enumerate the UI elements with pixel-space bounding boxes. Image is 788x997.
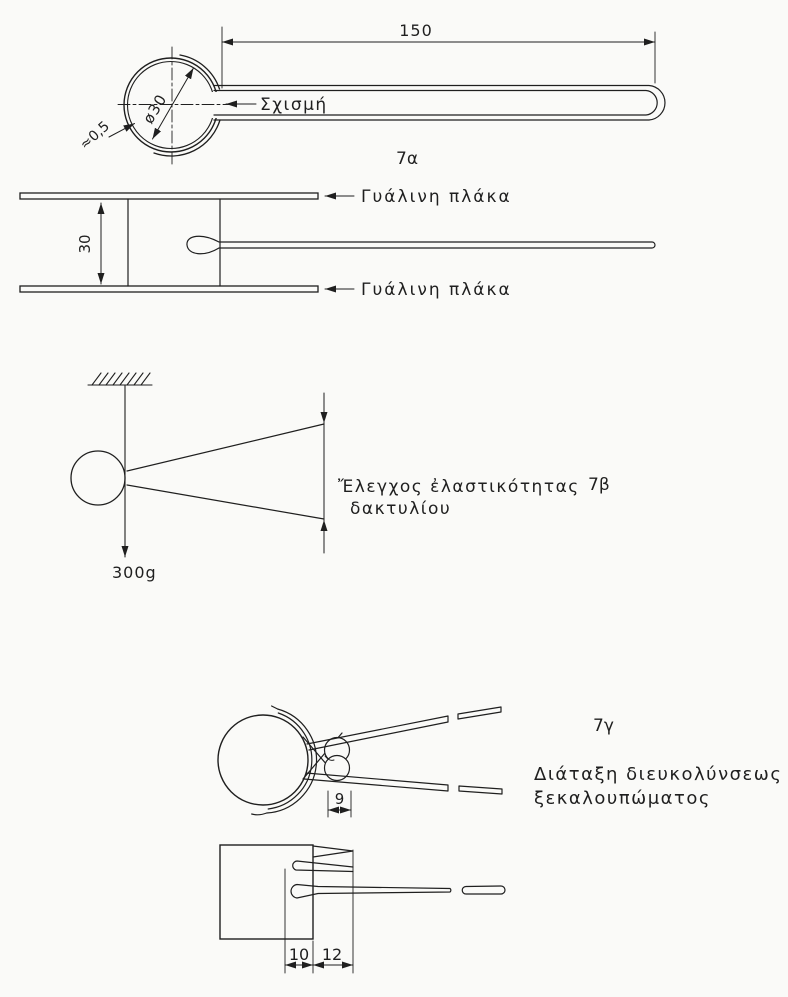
lower-blade <box>290 883 452 899</box>
fig7a-top-view <box>108 26 666 166</box>
mold-ring-circle <box>217 714 309 806</box>
fig7b-label: 7β <box>588 475 610 495</box>
fig7b-caption-line2: δακτυλίου <box>350 499 451 519</box>
fig7a-label: 7α <box>396 149 418 169</box>
deflection-lines <box>126 423 325 520</box>
slit-label: Σχισμή <box>260 95 328 115</box>
height-dimension-label: 30 <box>76 234 94 253</box>
bottom-glass-plate <box>19 285 319 293</box>
diameter-dimension-arrow <box>152 67 194 140</box>
upper-prong <box>306 706 502 751</box>
fig7b-elasticity-test <box>70 372 328 558</box>
right-dimension-label: 12 <box>322 945 342 964</box>
ceiling-hatch <box>87 372 153 386</box>
ring-overlap-arcs <box>153 54 221 157</box>
bottom-plate-label: Γυάλινη πλάκα <box>361 280 512 300</box>
lower-prong <box>303 772 503 795</box>
length-extension-lines <box>221 26 656 89</box>
handle-wires <box>213 84 666 121</box>
fig7a-side-view <box>19 192 656 293</box>
fig7c-top-view <box>217 705 503 818</box>
top-plate-label: Γυάλινη πλάκα <box>361 187 512 207</box>
text-layer: 150 ø30 ≈0,5 Σχισμή 7α 30 Γυάλινη πλάκα … <box>76 21 782 964</box>
weight-label: 300g <box>112 563 157 582</box>
upper-paddle <box>292 860 354 873</box>
handle-rod-with-loop <box>186 235 656 255</box>
loop-twist-mark <box>324 755 335 761</box>
fig7c-caption-line1: Διάταξη διευκολύνσεως <box>534 764 782 785</box>
wire-loop-lower <box>323 754 351 782</box>
clip-arc <box>251 705 318 816</box>
length-dimension-label: 150 <box>399 21 433 40</box>
fig7c-caption-line2: ξεκαλουπώματος <box>534 788 711 809</box>
gap-dimension-label: 9 <box>335 790 345 808</box>
lower-blade-break-piece <box>461 885 506 895</box>
fig7b-caption-line1: Ἔλεγχος ἐλαστικότητας <box>338 477 580 497</box>
left-dimension-label: 10 <box>289 945 309 964</box>
top-glass-plate <box>19 192 319 200</box>
fig7c-side-view <box>219 844 506 974</box>
ring-under-test <box>70 450 126 506</box>
wall-thickness-arrow <box>108 123 135 138</box>
mold-block <box>219 844 314 940</box>
drawing-ink-layer <box>19 26 666 974</box>
fig7c-label: 7γ <box>593 716 614 736</box>
ring-slit-gap <box>209 92 225 118</box>
